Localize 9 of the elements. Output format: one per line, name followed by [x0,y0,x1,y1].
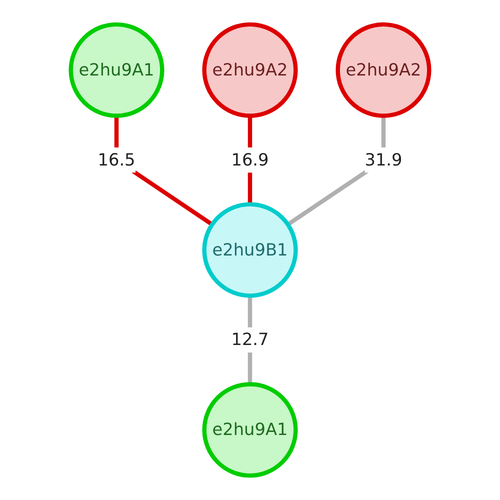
node-circle: e2hu9B1 [202,202,298,298]
edge-label: 16.5 [98,149,136,170]
edge-label: 31.9 [364,149,402,170]
edge-label: 16.9 [231,149,269,170]
node-circle: e2hu9A1 [202,382,298,478]
node-circle: e2hu9A1 [68,22,164,118]
edge-label: 12.7 [231,329,269,350]
node-circle: e2hu9A2 [202,22,298,118]
node-circle: e2hu9A2 [336,22,432,118]
